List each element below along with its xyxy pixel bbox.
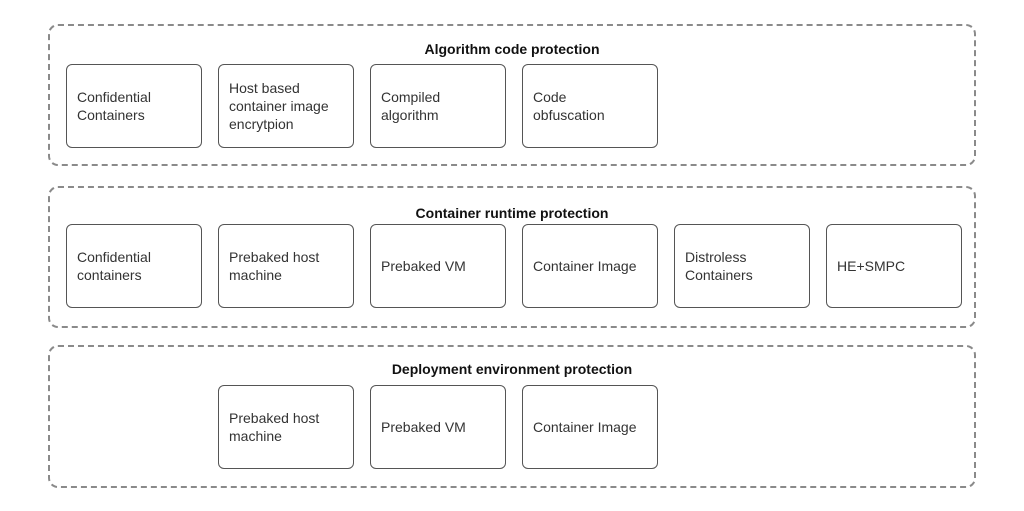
group-title: Container runtime protection [415, 205, 609, 221]
group-algorithm-code-protection: Algorithm code protection Confidential C… [48, 24, 976, 166]
group-container-runtime-protection: Container runtime protection Confidentia… [48, 186, 976, 328]
box-compiled-algorithm: Compiled algorithm [370, 64, 506, 148]
group-deployment-environment-protection: Deployment environment protection Prebak… [48, 345, 976, 488]
box-container-image: Container Image [522, 224, 658, 308]
group-title: Algorithm code protection [424, 41, 600, 57]
box-distroless-containers: Distroless Containers [674, 224, 810, 308]
box-host-based-container-image-encryption: Host based container image encrytpion [218, 64, 354, 148]
box-he-smpc: HE+SMPC [826, 224, 962, 308]
box-confidential-containers: Confidential Containers [66, 64, 202, 148]
box-code-obfuscation: Code obfuscation [522, 64, 658, 148]
box-prebaked-vm: Prebaked VM [370, 385, 506, 469]
box-prebaked-host-machine: Prebaked host machine [218, 385, 354, 469]
box-container-image: Container Image [522, 385, 658, 469]
box-confidential-containers: Confidential containers [66, 224, 202, 308]
box-prebaked-host-machine: Prebaked host machine [218, 224, 354, 308]
box-prebaked-vm: Prebaked VM [370, 224, 506, 308]
group-title: Deployment environment protection [391, 361, 633, 377]
